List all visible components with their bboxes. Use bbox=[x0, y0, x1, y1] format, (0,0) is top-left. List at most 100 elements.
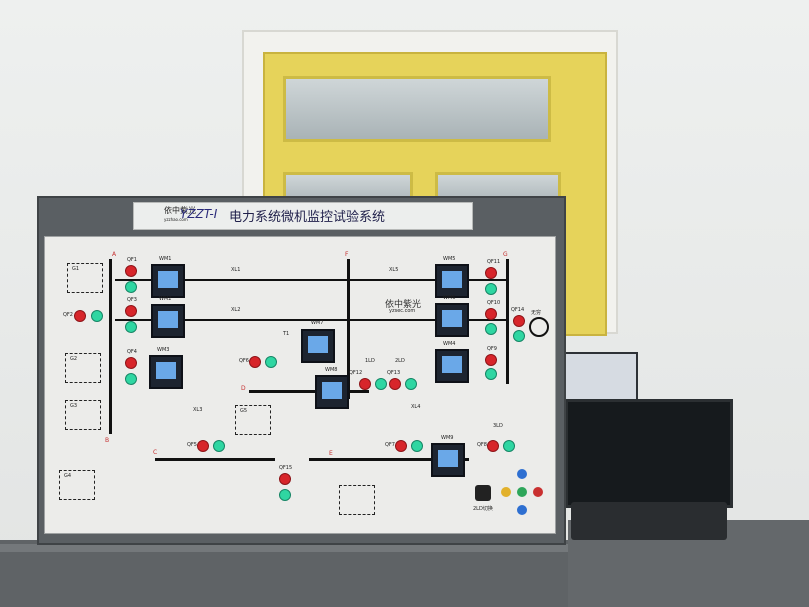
meter-wm1 bbox=[151, 264, 185, 298]
indicator-light bbox=[213, 440, 225, 452]
breaker-qf7[interactable] bbox=[395, 440, 407, 452]
meter-label: WM1 bbox=[159, 256, 172, 262]
meter-display bbox=[158, 271, 178, 288]
center-logo: 依中紫光 bbox=[385, 300, 422, 310]
bus-g bbox=[506, 259, 509, 384]
model-label: YZZT-Ⅰ bbox=[180, 207, 218, 221]
breaker-label: QF11 bbox=[487, 259, 501, 265]
indicator-light bbox=[405, 378, 417, 390]
logo: 依中紫光 bbox=[164, 206, 196, 215]
logo-sub: yzzhao.com bbox=[164, 217, 188, 222]
bus-d bbox=[249, 390, 369, 393]
load-label: 1LD bbox=[365, 358, 375, 364]
breaker-qf15[interactable] bbox=[279, 473, 291, 485]
breaker-label: QF2 bbox=[63, 312, 73, 318]
breaker-label: QF12 bbox=[349, 370, 363, 376]
breaker-qf12[interactable] bbox=[359, 378, 371, 390]
selector-switch[interactable] bbox=[475, 485, 491, 501]
generator-label: G2 bbox=[70, 356, 78, 362]
switch-label: 2LD切换 bbox=[473, 506, 493, 512]
load-label: 3LD bbox=[493, 423, 503, 429]
meter-display bbox=[322, 382, 342, 399]
bus-label-e: E bbox=[329, 450, 333, 457]
line-xl2 bbox=[115, 319, 507, 321]
breaker-label: QF3 bbox=[127, 297, 137, 303]
control-knob-blue-2[interactable] bbox=[517, 505, 527, 515]
meter-display bbox=[308, 336, 328, 353]
bus-a bbox=[109, 259, 112, 434]
control-knob-green[interactable] bbox=[517, 487, 527, 497]
bus-label-c: C bbox=[153, 449, 158, 456]
breaker-label: QF5 bbox=[187, 442, 197, 448]
meter-wm9 bbox=[431, 443, 465, 477]
laptop-back bbox=[562, 352, 638, 406]
workbench-edge bbox=[0, 544, 592, 552]
breaker-qf8[interactable] bbox=[487, 440, 499, 452]
meter-display bbox=[438, 450, 458, 467]
board-title: 电力系统微机监控试验系统 bbox=[229, 210, 386, 225]
generator-label: G3 bbox=[70, 403, 78, 409]
meter-label: WM4 bbox=[443, 341, 456, 347]
door-transom-window bbox=[283, 76, 551, 142]
bus-label-a: A bbox=[112, 251, 117, 258]
generator-g1: G1 bbox=[67, 263, 103, 293]
laptop-screen bbox=[565, 399, 733, 508]
bus-label-g: G bbox=[503, 251, 508, 258]
indicator-light bbox=[411, 440, 423, 452]
indicator-light bbox=[91, 310, 103, 322]
breaker-qf13[interactable] bbox=[389, 378, 401, 390]
meter-wm3 bbox=[149, 355, 183, 389]
indicator-light bbox=[125, 321, 137, 333]
meter-display bbox=[442, 356, 462, 373]
generator-g5: G5 bbox=[235, 405, 271, 435]
breaker-qf4[interactable] bbox=[125, 357, 137, 369]
generator-g2: G2 bbox=[65, 353, 101, 383]
title-plate bbox=[133, 202, 473, 230]
load-label: 2LD bbox=[395, 358, 405, 364]
control-knob-yellow[interactable] bbox=[501, 487, 511, 497]
meter-wm8 bbox=[315, 375, 349, 409]
indicator-light bbox=[125, 281, 137, 293]
breaker-qf14[interactable] bbox=[513, 315, 525, 327]
breaker-qf6[interactable] bbox=[249, 356, 261, 368]
breaker-qf10[interactable] bbox=[485, 308, 497, 320]
infinite-bus-icon bbox=[529, 317, 549, 337]
breaker-qf9[interactable] bbox=[485, 354, 497, 366]
line-label: XL1 bbox=[231, 267, 241, 273]
breaker-qf5[interactable] bbox=[197, 440, 209, 452]
breaker-qf1[interactable] bbox=[125, 265, 137, 277]
mimic-panel: A B C D E F G WM1 WM2 WM3 WM4 WM5 WM6 WM… bbox=[44, 236, 556, 534]
bus-f bbox=[347, 259, 350, 399]
meter-wm2 bbox=[151, 304, 185, 338]
meter-label: WM2 bbox=[159, 296, 172, 302]
breaker-label: QF9 bbox=[487, 346, 497, 352]
meter-display bbox=[442, 271, 462, 288]
indicator-light bbox=[503, 440, 515, 452]
indicator-light bbox=[485, 323, 497, 335]
breaker-label: QF6 bbox=[239, 358, 249, 364]
bus-label-f: F bbox=[345, 251, 349, 258]
breaker-label: QF13 bbox=[387, 370, 401, 376]
meter-label: WM6 bbox=[443, 295, 456, 301]
meter-display bbox=[156, 362, 176, 379]
line-label: XL5 bbox=[389, 267, 399, 273]
indicator-light bbox=[485, 368, 497, 380]
bus-e bbox=[309, 458, 469, 461]
indicator-light bbox=[375, 378, 387, 390]
meter-label: WM8 bbox=[325, 367, 338, 373]
meter-label: WM7 bbox=[311, 320, 324, 326]
breaker-qf3[interactable] bbox=[125, 305, 137, 317]
control-knob-red[interactable] bbox=[533, 487, 543, 497]
breaker-qf11[interactable] bbox=[485, 267, 497, 279]
breaker-label: QF1 bbox=[127, 257, 137, 263]
breaker-label: QF7 bbox=[385, 442, 395, 448]
indicator-light bbox=[513, 330, 525, 342]
bus-label-d: D bbox=[241, 385, 246, 392]
breaker-qf2[interactable] bbox=[74, 310, 86, 322]
meter-wm4 bbox=[435, 264, 469, 298]
line-label: XL4 bbox=[411, 404, 421, 410]
transformer-label: T1 bbox=[283, 331, 290, 337]
line-label: XL3 bbox=[193, 407, 203, 413]
control-knob-blue[interactable] bbox=[517, 469, 527, 479]
